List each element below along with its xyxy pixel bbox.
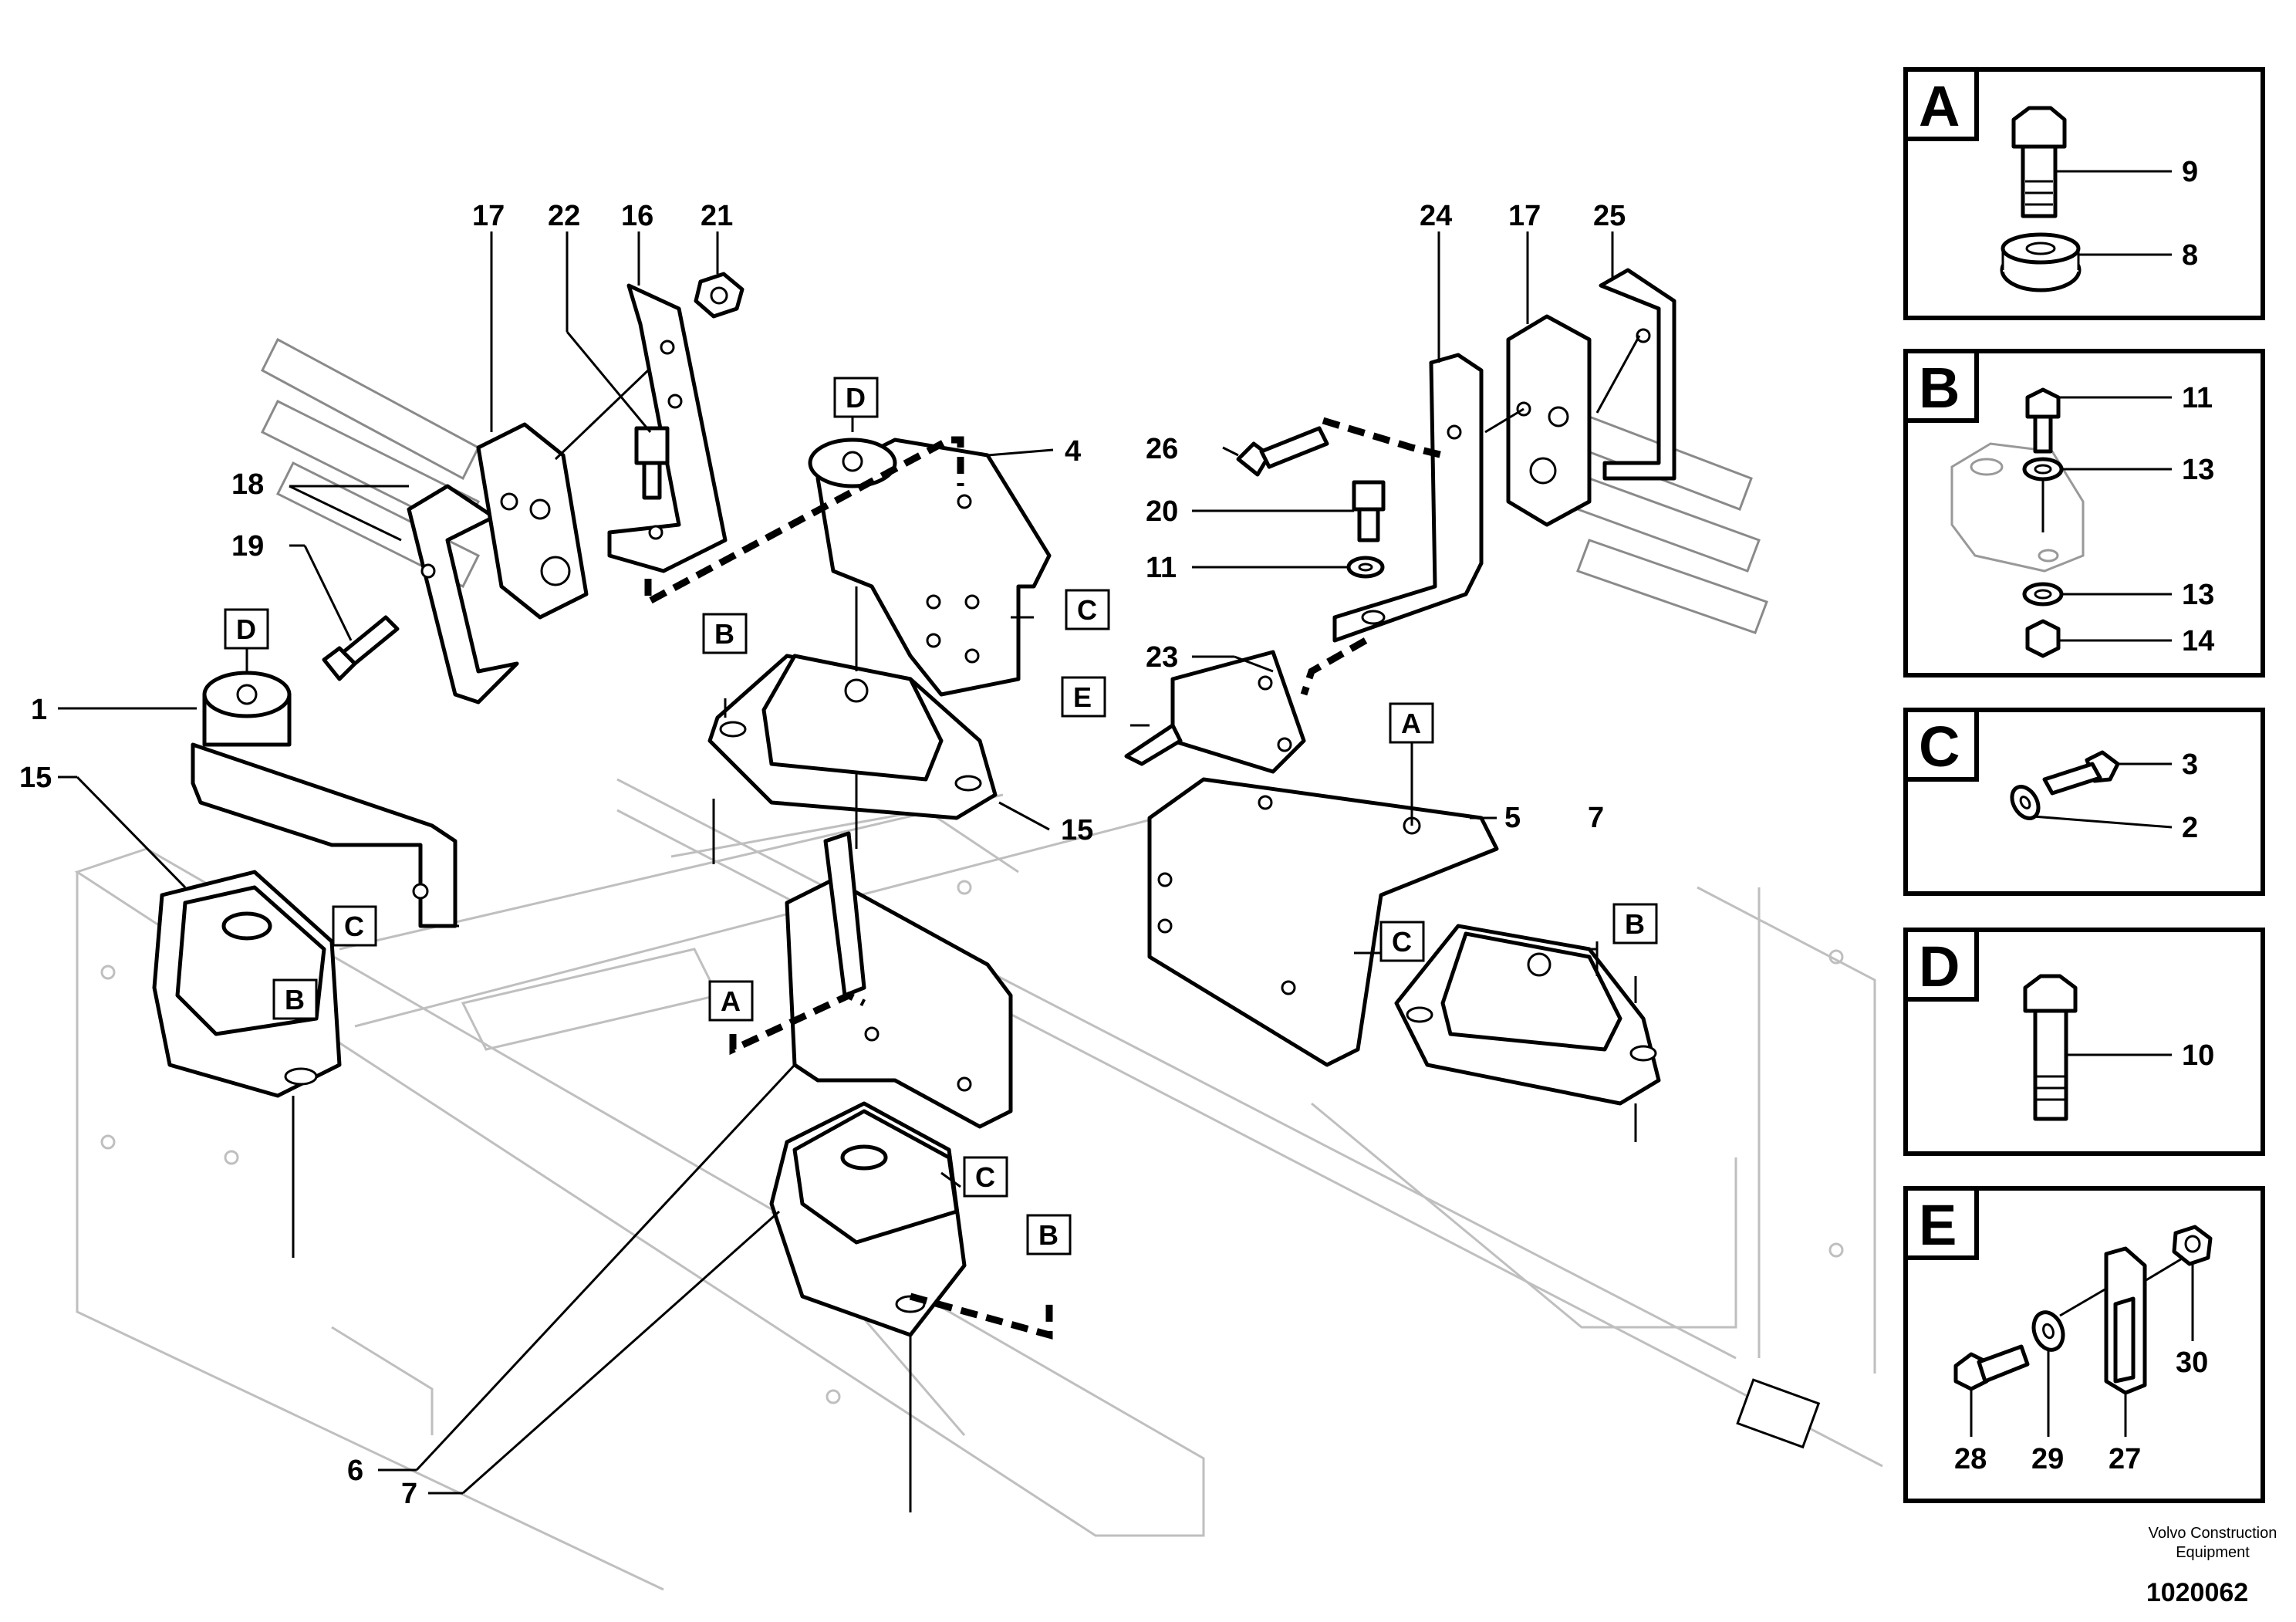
bracket-6 [785,831,1013,1129]
callout-7-right: 7 [1588,802,1604,834]
callout-21: 21 [701,200,733,232]
svg-text:14: 14 [2182,625,2214,657]
assembly-paths [644,417,1444,1340]
rubber-mount-7-right [1394,924,1661,1106]
callout-22: 22 [548,200,580,232]
ref-box-b-left: B [272,978,318,1020]
detail-panel-d: D 10 [1903,928,2265,1156]
ref-box-c-bottom: C [963,1156,1008,1198]
svg-text:C: C [975,1161,995,1193]
svg-text:D: D [846,382,866,414]
callout-4: 4 [1065,435,1081,468]
svg-text:B: B [285,984,305,1015]
ref-box-b-bottom: B [1026,1214,1072,1255]
svg-text:D: D [236,613,256,645]
publisher-name-line1: Volvo Construction [2149,1525,2277,1542]
svg-text:28: 28 [1954,1443,1987,1475]
washer-12 [1346,556,1385,579]
svg-text:3: 3 [2182,748,2198,781]
svg-text:B: B [1919,356,1960,420]
detail-panel-c: C 3 2 [1903,708,2265,896]
callout-12: 11 [1146,552,1177,584]
svg-text:10: 10 [2182,1039,2214,1072]
ref-box-e-left: E [1061,676,1106,718]
ref-box-d-top: D [833,377,879,418]
svg-text:A: A [1401,708,1421,739]
svg-text:C: C [1919,715,1960,779]
bolt-26 [1236,426,1329,477]
svg-text:8: 8 [2182,239,2198,272]
callout-7-bottom: 7 [401,1478,417,1510]
svg-text:D: D [1919,934,1960,999]
bracket-18 [407,484,519,705]
clamp-block-17-right [1506,314,1592,527]
svg-text:A: A [1919,74,1960,138]
nut-21 [694,272,745,319]
detail-panel-b: B 11 13 13 14 [1903,349,2265,678]
publisher-name-line2: Equipment [2176,1544,2250,1561]
callout-17-left: 17 [472,200,505,232]
callout-1: 1 [31,694,47,726]
callout-16: 16 [621,200,653,232]
ref-box-b-right: B [1612,903,1658,944]
svg-text:30: 30 [2176,1347,2208,1379]
svg-text:2: 2 [2182,812,2198,844]
svg-text:B: B [1625,908,1645,940]
ref-box-c-left: C [332,905,377,947]
leader-lines [58,231,1641,1512]
plate-23 [1124,650,1306,774]
callout-5: 5 [1504,802,1521,834]
callout-18: 18 [231,468,264,501]
publisher-footer: Volvo Construction Equipment 1020062 [2146,1525,2277,1607]
callout-15-left: 15 [19,762,52,794]
callout-20: 20 [1146,495,1178,528]
bracket-4 [808,438,1052,697]
bracket-1 [191,671,458,928]
svg-text:13: 13 [2182,579,2214,611]
bolt-19 [322,615,400,681]
svg-text:13: 13 [2182,454,2214,486]
bolt-22 [634,426,670,500]
ref-box-c-right: C [1379,921,1425,962]
ref-box-c-mid: C [1065,589,1110,630]
svg-text:9: 9 [2182,156,2198,188]
callout-6: 6 [347,1455,363,1487]
document-number: 1020062 [2146,1578,2248,1607]
bracket-25 [1599,268,1676,481]
ref-box-d-left: D [224,608,269,650]
svg-text:E: E [1073,681,1092,713]
svg-text:B: B [1038,1219,1059,1251]
rubber-mount-15-mid [707,654,998,820]
bracket-5 [1147,777,1499,1067]
svg-text:B: B [714,618,734,650]
svg-text:A: A [721,985,741,1017]
callout-19: 19 [231,530,264,563]
callout-17-right: 17 [1508,200,1541,232]
clamp-block-17-left [476,422,589,620]
detail-panel-a: A 9 8 [1903,67,2265,320]
callout-numbers: 1 15 18 19 17 22 16 21 4 15 5 7 6 7 26 2… [19,200,1626,1510]
bolt-20 [1352,480,1386,542]
bracket-24 [1332,353,1484,643]
svg-text:29: 29 [2031,1443,2064,1475]
svg-text:C: C [1077,594,1097,626]
svg-text:C: C [1392,926,1412,958]
detail-panel-e: E 28 29 27 30 [1903,1186,2265,1503]
ref-box-b-mid: B [702,613,748,654]
svg-text:E: E [1919,1193,1957,1257]
callout-26: 26 [1146,433,1178,465]
svg-text:11: 11 [2182,382,2213,414]
svg-text:27: 27 [2109,1443,2141,1475]
svg-text:C: C [344,911,364,942]
callout-25: 25 [1593,200,1626,232]
callout-24: 24 [1420,200,1452,232]
rubber-mount-7-bottom [769,1101,967,1337]
ref-box-a-right: A [1389,702,1434,744]
callout-15-mid: 15 [1061,814,1093,846]
callout-23: 23 [1146,641,1178,674]
ref-box-a-mid: A [708,980,754,1022]
